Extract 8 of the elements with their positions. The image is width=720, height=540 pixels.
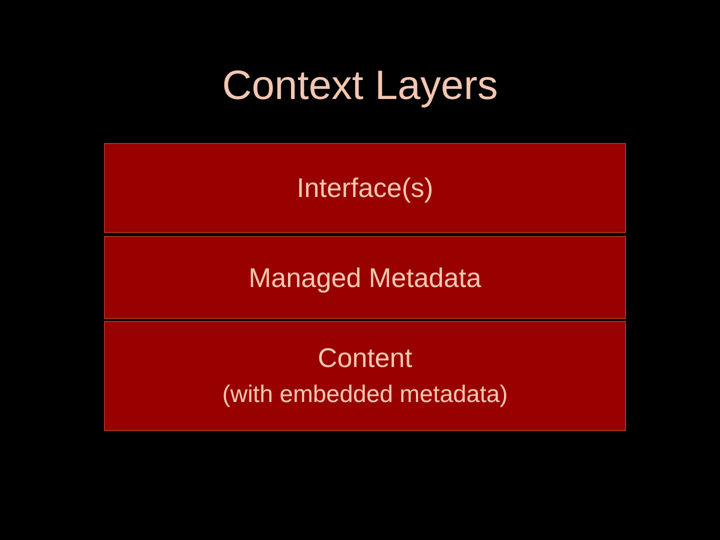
layer-label: Content: [318, 342, 412, 374]
layer-note: (with embedded metadata): [222, 380, 508, 410]
layer-box: [104, 143, 626, 233]
layer-box: [104, 236, 626, 319]
layer-box: [104, 321, 626, 431]
layer-label: Interface(s): [296, 172, 434, 204]
layer-label: Managed Metadata: [248, 262, 482, 294]
title: Context Layers: [222, 62, 498, 108]
